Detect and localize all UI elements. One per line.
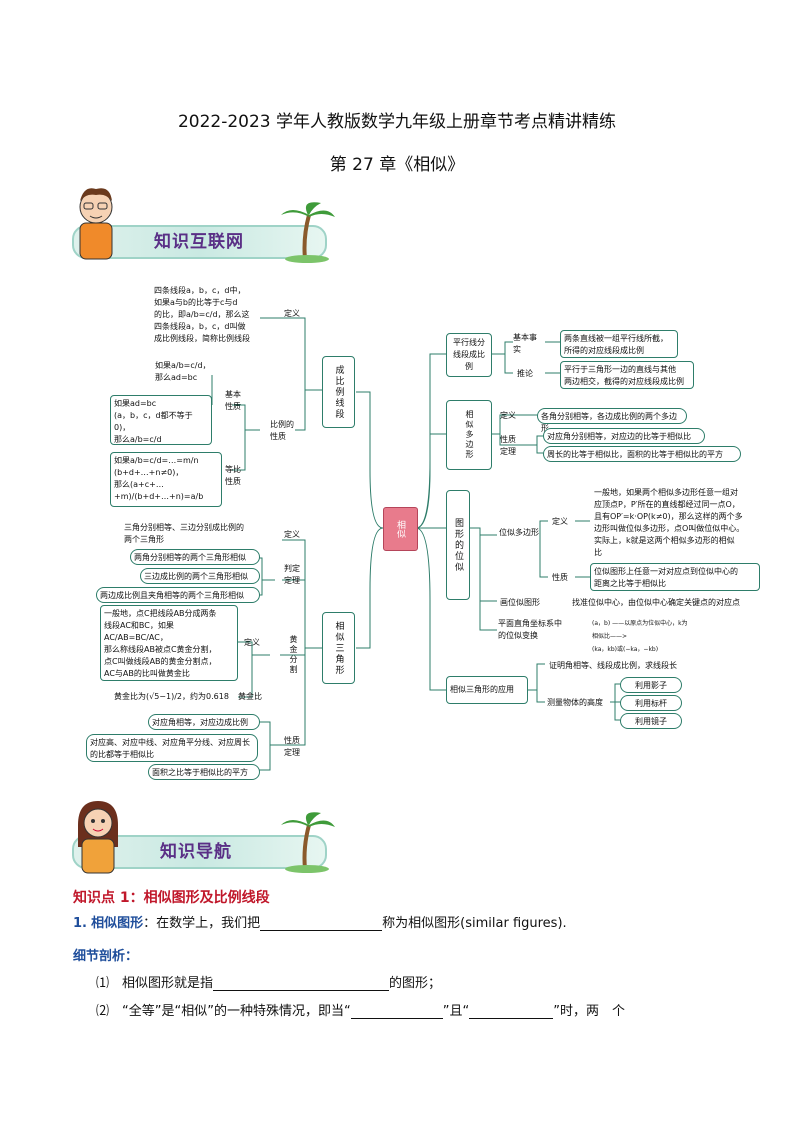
label-coordinate-homothety: 平面直角坐标系中的位似变换	[498, 619, 562, 640]
application-item-1: 证明角相等、线段成比例，求线段长	[545, 657, 695, 673]
inference-text: 平行于三角形一边的直线与其他两边相交，截得的对应线段成比例	[560, 361, 694, 389]
boy-cartoon-icon	[79, 188, 113, 260]
node-similar-polygons: 相似多边形	[446, 400, 492, 470]
label-polygon-definition: 定义	[500, 411, 516, 420]
judgement-item-2: 三边成比例的两个三角形相似	[140, 568, 260, 584]
node-homothety: 图形的位似	[446, 490, 470, 600]
banner-title: 知识互联网	[154, 232, 244, 252]
label-equal-ratio-property: 等比性质	[225, 465, 241, 486]
label-measure-height: 测量物体的高度	[547, 698, 603, 707]
label-judgement-theorem: 判定定理	[284, 564, 300, 585]
triangle-property-3: 面积之比等于相似比的平方	[148, 764, 260, 780]
label-triangle-definition: 定义	[284, 530, 300, 539]
label-homothety-property: 性质	[552, 573, 568, 582]
mindmap-center-node: 相似	[383, 507, 418, 551]
document-title: 2022-2023 学年人教版数学九年级上册章节考点精讲精练	[177, 112, 617, 132]
polygon-property-1: 对应角分别相等，对应边的比等于相似比	[543, 428, 705, 444]
homothety-property-text: 位似图形上任意一对对应点到位似中心的距离之比等于相似比	[590, 563, 760, 591]
measure-item-shadow: 利用影子	[620, 677, 682, 693]
label-golden-definition: 定义	[244, 638, 260, 647]
node-triangle-application: 相似三角形的应用	[446, 676, 528, 704]
draw-homothety-text: 找准位似中心，由位似中心确定关键点的对应点	[568, 594, 758, 610]
definition-text-after: 称为相似图形(similar figures).	[382, 916, 567, 931]
banner-title: 知识导航	[160, 842, 232, 862]
label-golden-ratio: 黄金比	[238, 692, 262, 701]
label-draw-homothety: 画位似图形	[500, 598, 540, 607]
answer-blank[interactable]	[350, 1005, 443, 1019]
definition-number: 1.	[73, 916, 87, 931]
section-banner-knowledge-network: 知识互联网	[72, 188, 335, 263]
triangle-property-1: 对应角相等，对应边成比例	[148, 714, 260, 730]
palm-tree-icon	[281, 202, 335, 263]
knowledge-point-title: 知识点 1：相似图形及比例线段	[73, 890, 270, 906]
label-definition: 定义	[284, 309, 300, 318]
judgement-item-3: 两边成比例且夹角相等的两个三角形相似	[96, 587, 260, 603]
basic-fact-text: 两条直线被一组平行线所截，所得的对应线段成比例	[560, 330, 678, 358]
girl-cartoon-icon	[78, 801, 118, 874]
node-parallel-lines: 平行线分线段成比例	[446, 333, 492, 377]
definition-text-before: ：在数学上，我们把	[143, 916, 261, 931]
palm-tree-icon	[281, 812, 335, 873]
golden-definition-text: 一般地，点C把线段AB分成两条 线段AC和BC，如果AC/AB=BC/AC， 那…	[100, 605, 238, 681]
polygon-definition-text: 各角分别相等，各边成比例的两个多边形	[537, 408, 687, 433]
measure-item-pole: 利用标杆	[620, 695, 682, 711]
label-triangle-properties: 性质定理	[284, 736, 300, 757]
chapter-title: 第 27 章《相似》	[329, 155, 465, 175]
label-proportion-properties: 比例的性质	[270, 420, 294, 441]
label-golden-section: 黄金分割	[289, 635, 298, 675]
judgement-item-1: 两角分别相等的两个三角形相似	[130, 549, 260, 565]
golden-ratio-text: 黄金比为(√5−1)/2，约为0.618	[110, 688, 235, 706]
label-homothetic-polygons: 位似多边形	[499, 528, 539, 537]
coordinate-homothety-text: (a，b) ——以原点为位似中心，k为相似比——>(ka，kb)或(−ka，−k…	[588, 614, 696, 653]
answer-blank[interactable]	[469, 1005, 554, 1019]
label-homothety-definition: 定义	[552, 517, 568, 526]
measure-item-mirror: 利用镜子	[620, 713, 682, 729]
label-polygon-properties: 性质定理	[500, 435, 516, 456]
detail-item-1: ⑴ 相似图形就是指的图形；	[96, 976, 442, 991]
answer-blank[interactable]	[213, 977, 390, 991]
banner-band	[72, 225, 327, 259]
basic-property-text-2: 如果ad=bc (a，b，c，d都不等于0)， 那么a/b=c/d	[110, 395, 212, 445]
mindmap-connectors	[211, 317, 620, 771]
branch-similar-triangles: 相似三角形	[322, 612, 355, 684]
section-banner-knowledge-guide: 知识导航	[72, 801, 335, 874]
label-basic-property: 基本性质	[225, 390, 241, 411]
triangle-definition-text: 三角分别相等、三边分别成比例的两个三角形	[124, 523, 244, 544]
label-inference: 推论	[517, 369, 533, 378]
equal-ratio-text: 如果a/b=c/d=…=m/n (b+d+…+n≠0)， 那么(a+c+…+m)…	[110, 452, 222, 507]
definition-line: 1. 相似图形：在数学上，我们把 称为相似图形(similar figures).	[73, 912, 567, 931]
detail-item-2: ⑵ “全等”是“相似”的一种特殊情况，即当“”且“”时，两 个	[96, 1004, 625, 1019]
basic-property-text-1: 如果a/b=c/d，那么ad=bc	[155, 361, 211, 382]
homothety-definition-text: 一般地，如果两个相似多边形任意一组对 应顶点P，P′所在的直线都经过同一点O， …	[590, 484, 762, 562]
definition-term: 相似图形	[91, 916, 144, 931]
polygon-property-2: 周长的比等于相似比，面积的比等于相似比的平方	[543, 446, 741, 462]
answer-blank[interactable]	[260, 917, 383, 931]
triangle-property-2: 对应高、对应中线、对应角平分线、对应周长的比都等于相似比	[86, 734, 258, 762]
detail-analysis-title: 细节剖析：	[73, 949, 139, 964]
branch-proportional-segments: 成比例线段	[322, 356, 355, 428]
label-basic-fact: 基本事实	[513, 333, 537, 354]
definition-text-proportion: 四条线段a，b，c，d中， 如果a与b的比等于c与d 的比，即a/b=c/d，那…	[150, 282, 260, 354]
